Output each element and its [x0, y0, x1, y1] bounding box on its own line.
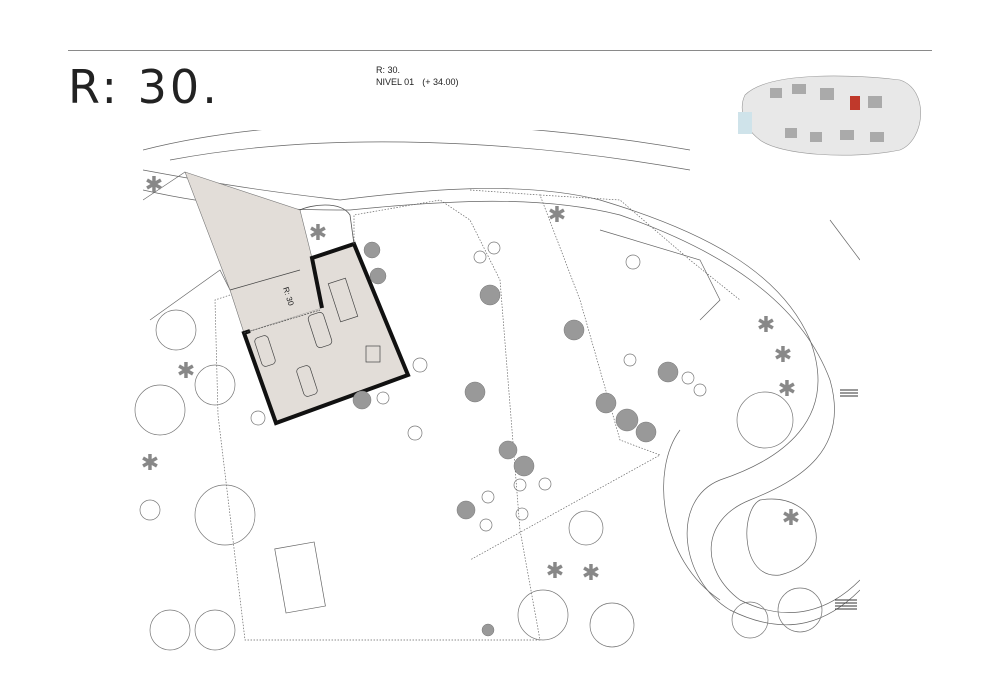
svg-text:✱: ✱	[548, 202, 566, 227]
svg-text:✱: ✱	[145, 172, 163, 197]
interior-details	[229, 269, 381, 397]
header-rule	[68, 50, 932, 51]
unit-footprint	[244, 244, 408, 423]
unit-reference: R: 30.	[376, 65, 401, 75]
keyplan-highlight	[850, 96, 860, 110]
car-icon	[307, 312, 333, 348]
svg-text:✱: ✱	[778, 376, 796, 401]
keyplan-thumbnail	[738, 68, 930, 158]
svg-text:✱: ✱	[782, 505, 800, 530]
svg-text:✱: ✱	[141, 450, 159, 475]
elevator-icon	[365, 345, 381, 363]
svg-text:✱: ✱	[582, 560, 600, 585]
svg-text:✱: ✱	[757, 312, 775, 337]
palm-trees: ✱ ✱ ✱ ✱ ✱ ✱ ✱ ✱ ✱ ✱ ✱	[141, 172, 800, 585]
plan-info: R: 30. NIVEL 01 (+ 34.00)	[376, 64, 458, 88]
unit-terrace-area	[184, 171, 323, 334]
crosswalks	[835, 389, 858, 610]
car-icon	[254, 335, 276, 367]
road-edge	[143, 130, 691, 151]
trees	[352, 241, 679, 637]
svg-text:✱: ✱	[177, 358, 195, 383]
level-elevation: (+ 34.00)	[422, 77, 459, 87]
large-trees	[134, 241, 823, 651]
page-title: R: 30.	[68, 60, 220, 114]
svg-text:✱: ✱	[774, 342, 792, 367]
car-icon	[296, 365, 318, 397]
svg-text:✱: ✱	[546, 558, 564, 583]
level-label: NIVEL 01	[376, 77, 415, 87]
svg-text:✱: ✱	[309, 220, 327, 245]
